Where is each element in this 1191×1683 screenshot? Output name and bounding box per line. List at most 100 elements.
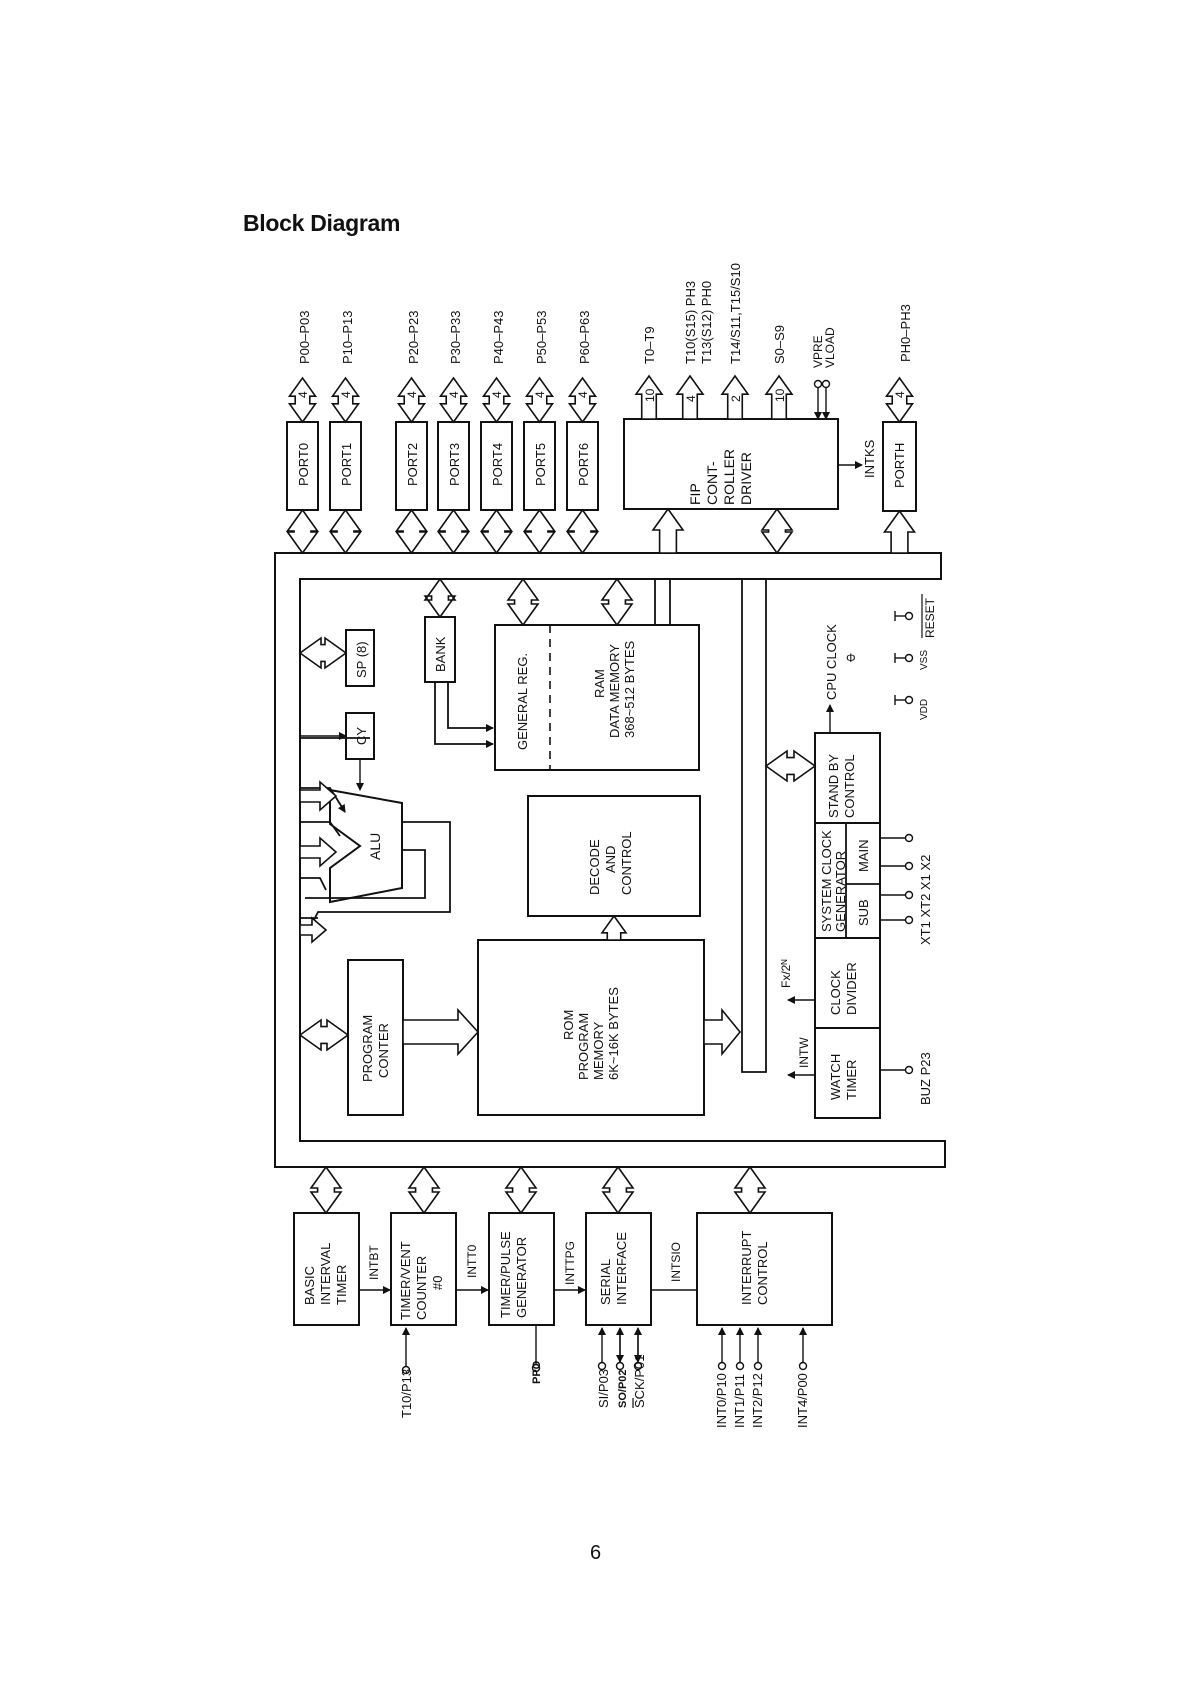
fip-output-arrow-1 <box>675 374 705 420</box>
fip-output-label-1: T10(S15) PH3 <box>683 281 698 364</box>
int0-pin-label: INT0/P10 <box>714 1373 729 1428</box>
porth-pins: PH0–PH3 <box>898 304 913 362</box>
te-label-3: #0 <box>430 1276 445 1290</box>
fx-label: Fx/2ᴺ <box>779 960 793 989</box>
port-pins-5: P50–P53 <box>534 311 549 365</box>
fip-label-2: CONT- <box>704 461 720 505</box>
ram-label-2: DATA MEMORY <box>607 644 622 738</box>
xtal-pin-2 <box>904 861 914 871</box>
int4-pin-label: INT4/P00 <box>795 1373 810 1428</box>
port-pins-6: P60–P63 <box>577 311 592 365</box>
clockdiv-label-2: DIVIDER <box>844 962 859 1015</box>
bt-label-2: INTERVAL <box>318 1243 333 1305</box>
phi-label: Φ <box>846 651 856 665</box>
fip-output-arrow-2 <box>720 374 750 420</box>
port-label-3: PORT3 <box>447 443 462 486</box>
peripheral-bus-arrow-3 <box>601 1165 635 1215</box>
int-pin-0 <box>717 1361 727 1371</box>
int-pin-2 <box>753 1361 763 1371</box>
power-pin-2 <box>904 611 914 621</box>
porth-bus-arrow <box>884 376 915 424</box>
pc-bus-arrow <box>298 1018 350 1052</box>
int-pin-1 <box>735 1361 745 1371</box>
port-label-5: PORT5 <box>533 443 548 486</box>
cy-label: CY <box>354 727 369 745</box>
int-label-1: INTERRUPT <box>739 1231 754 1305</box>
port-to-bus-arrow-0 <box>285 508 320 555</box>
port-pins-3: P30–P33 <box>448 311 463 365</box>
sub-label: SUB <box>856 899 871 926</box>
watch-label-1: WATCH <box>828 1054 843 1100</box>
sck-pin-label: SCK/P01 <box>632 1355 647 1408</box>
port-pins-0: P00–P03 <box>297 311 312 365</box>
ram-label-1: RAM <box>592 669 607 698</box>
standby-label-2: CONTROL <box>842 754 857 818</box>
intw-label: INTW <box>797 1037 811 1068</box>
vload-label: VLOAD <box>823 327 837 368</box>
int-label-2: CONTROL <box>755 1241 770 1305</box>
port-pins-1: P10–P13 <box>340 311 355 365</box>
te-label-1: TIMER/VENT <box>398 1241 413 1320</box>
fip-label-3: ROLLER <box>721 449 737 505</box>
porth-width: 4 <box>893 391 907 398</box>
peripheral-bus-arrow-2 <box>504 1165 538 1215</box>
port-bus-arrow-6 <box>567 376 598 424</box>
rom-label-3: MEMORY <box>591 1021 606 1080</box>
sysclock-label-1: SYSTEM CLOCK <box>819 830 834 932</box>
port-bus-arrow-2 <box>396 376 427 424</box>
ram-block <box>494 624 700 771</box>
rom-label-1: ROM <box>561 1010 576 1040</box>
pc-to-rom-arrow <box>402 1007 480 1057</box>
pc-label-1: PROGRAM <box>360 1015 375 1082</box>
port-label-2: PORT2 <box>405 443 420 486</box>
decode-label-2: AND <box>603 846 618 873</box>
intt0-label: INTT0 <box>465 1244 479 1278</box>
intks-label: INTKS <box>862 439 877 478</box>
decode-label-3: CONTROL <box>619 831 634 895</box>
int1-pin-label: INT1/P11 <box>732 1374 747 1428</box>
reset-label: RESET <box>923 597 937 638</box>
main-label: MAIN <box>856 840 871 873</box>
port-label-0: PORT0 <box>296 443 311 486</box>
bank-bus-arrow <box>423 577 457 619</box>
port-pins-2: P20–P23 <box>406 311 421 365</box>
page-number: 6 <box>589 1542 602 1564</box>
buz-label: BUZ P23 <box>918 1052 933 1105</box>
port-to-bus-arrow-6 <box>565 508 600 555</box>
fip-bus-arrow <box>760 507 794 555</box>
intsio-label: INTSIO <box>669 1242 683 1282</box>
int-pin-3 <box>798 1361 808 1371</box>
watch-label-2: TIMER <box>844 1060 859 1100</box>
ppo-label: PPO <box>531 1360 543 1384</box>
xtal-pin-0 <box>904 915 914 925</box>
fip-output-label-2: T14/S11,T15/S10 <box>728 263 743 364</box>
so-pin-label: SO/P02 <box>617 1369 629 1408</box>
fip-output-arrow-0 <box>634 374 664 420</box>
serial-pin-2 <box>633 1361 643 1371</box>
port-width-1: 4 <box>339 391 353 398</box>
port-label-4: PORT4 <box>490 443 505 486</box>
sp-bus-arrow <box>298 636 348 670</box>
page-title: Block Diagram <box>243 210 401 236</box>
port-width-3: 4 <box>447 391 461 398</box>
peripheral-bus-arrow-4 <box>733 1165 767 1215</box>
port-to-bus-arrow-1 <box>328 508 363 555</box>
serial-label-1: SERIAL <box>598 1259 613 1305</box>
rom-label-2: PROGRAM <box>576 1013 591 1080</box>
decode-label-1: DECODE <box>587 839 602 895</box>
general-reg-label: GENERAL REG. <box>515 653 530 750</box>
port-width-0: 4 <box>296 391 310 398</box>
peripheral-bus-arrow-1 <box>407 1165 441 1215</box>
te-label-2: COUNTER <box>414 1256 429 1320</box>
intbt-label: INTBT <box>367 1245 381 1280</box>
power-pin-1 <box>904 653 914 663</box>
vpre-label: VPRE <box>811 335 825 368</box>
sp-label: SP (8) <box>354 641 369 678</box>
fip-output-arrow-3 <box>764 374 794 420</box>
cpu-clock-label: CPU CLOCK <box>824 624 839 700</box>
serial-pin-1 <box>615 1361 625 1371</box>
tp-label-1: TIMER/PULSE <box>498 1231 513 1318</box>
fip-output-label2-1: T13(S12) PH0 <box>699 281 714 364</box>
